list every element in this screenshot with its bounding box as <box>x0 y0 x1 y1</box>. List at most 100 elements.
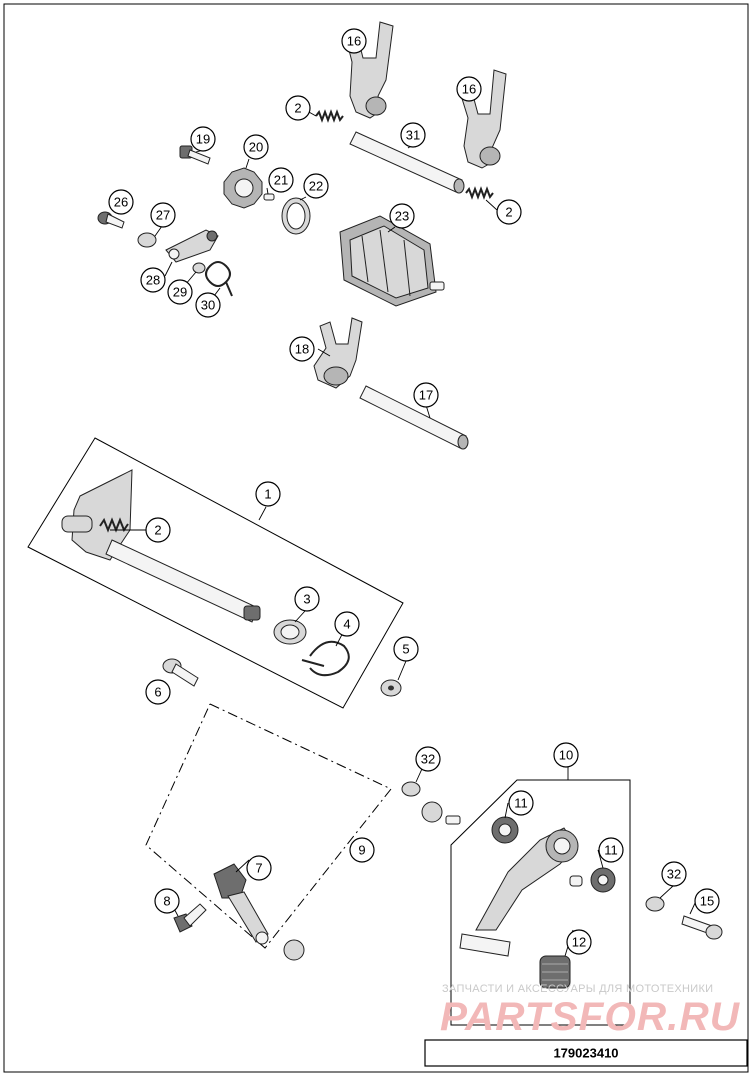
callout-28[interactable]: 28 <box>140 267 166 293</box>
callout-3[interactable]: 3 <box>294 586 320 612</box>
callout-12[interactable]: 12 <box>566 929 592 955</box>
callout-11-right[interactable]: 11 <box>598 837 624 863</box>
shift-star-20 <box>223 167 263 209</box>
callout-label: 12 <box>572 935 586 950</box>
callout-label: 16 <box>462 82 476 97</box>
callout-29[interactable]: 29 <box>167 279 193 305</box>
bolt-6 <box>162 658 199 687</box>
callout-label: 16 <box>347 34 361 49</box>
callout-label: 23 <box>395 209 409 224</box>
callout-label: 32 <box>667 867 681 882</box>
callout-1[interactable]: 1 <box>255 481 281 507</box>
pin-21 <box>263 193 275 201</box>
callout-2-shaft[interactable]: 2 <box>145 517 171 543</box>
callout-label: 2 <box>505 205 512 220</box>
shift-fork-18 <box>313 317 363 389</box>
callout-label: 26 <box>114 195 128 210</box>
callout-label: 2 <box>294 101 301 116</box>
callout-label: 31 <box>406 128 420 143</box>
callout-23[interactable]: 23 <box>389 203 415 229</box>
ring-22-inner <box>286 202 306 230</box>
callout-label: 20 <box>249 140 263 155</box>
callout-19[interactable]: 19 <box>190 126 216 152</box>
screw-26 <box>97 211 125 229</box>
sleeve-3 <box>273 619 307 645</box>
callout-10[interactable]: 10 <box>553 742 579 768</box>
callout-label: 15 <box>700 894 714 909</box>
diagram-code: 179023410 <box>553 1046 618 1061</box>
callout-label: 6 <box>154 685 161 700</box>
callout-32-left[interactable]: 32 <box>415 746 441 772</box>
callout-15[interactable]: 15 <box>694 888 720 914</box>
callout-label: 11 <box>604 843 618 858</box>
shift-pedal-10 <box>459 827 583 957</box>
callout-label: 11 <box>514 796 528 811</box>
callout-21[interactable]: 21 <box>268 167 294 193</box>
washer-32-right <box>645 896 665 912</box>
callout-label: 22 <box>309 179 323 194</box>
watermark-subtitle: ЗАПЧАСТИ И АКСЕССУАРЫ ДЛЯ МОТОТЕХНИКИ <box>442 983 713 995</box>
callout-label: 1 <box>264 487 271 502</box>
washer-29 <box>192 262 206 274</box>
callout-label: 32 <box>421 752 435 767</box>
bolt-8 <box>173 903 207 933</box>
callout-11-upper[interactable]: 11 <box>508 790 534 816</box>
diagram-frame <box>3 3 749 1073</box>
callout-9[interactable]: 9 <box>349 837 375 863</box>
callout-20[interactable]: 20 <box>243 134 269 160</box>
callout-31[interactable]: 31 <box>400 122 426 148</box>
shift-lever-7 <box>213 863 269 945</box>
callout-label: 29 <box>173 285 187 300</box>
callout-6[interactable]: 6 <box>145 679 171 705</box>
group-outline-shift-lever <box>450 779 631 1026</box>
callout-5[interactable]: 5 <box>393 636 419 662</box>
spring-2-right <box>465 186 494 200</box>
spring-2-upper <box>315 109 344 123</box>
callout-27[interactable]: 27 <box>150 202 176 228</box>
callout-label: 18 <box>295 342 309 357</box>
callout-4[interactable]: 4 <box>334 611 360 637</box>
callout-label: 27 <box>156 208 170 223</box>
callout-7[interactable]: 7 <box>246 855 272 881</box>
callout-label: 3 <box>303 592 310 607</box>
washer-5-hole <box>388 685 394 691</box>
callout-label: 9 <box>358 843 365 858</box>
bearing-11-upper <box>491 816 519 844</box>
fork-rail-31 <box>349 131 465 194</box>
callout-label: 21 <box>274 173 288 188</box>
callout-label: 19 <box>196 132 210 147</box>
bolt-19 <box>179 145 211 165</box>
callout-26[interactable]: 26 <box>108 189 134 215</box>
callout-16-upper[interactable]: 16 <box>341 28 367 54</box>
washer-27 <box>137 232 157 248</box>
return-spring-4 <box>301 640 350 677</box>
callout-18[interactable]: 18 <box>289 336 315 362</box>
bearing-11-right <box>590 867 616 893</box>
callout-16-right[interactable]: 16 <box>456 76 482 102</box>
callout-label: 5 <box>402 642 409 657</box>
group-outline-shift-shaft <box>27 437 404 709</box>
callout-label: 8 <box>163 894 170 909</box>
callout-32-right[interactable]: 32 <box>661 861 687 887</box>
torsion-spring-30 <box>205 261 233 297</box>
bolt-15 <box>681 915 723 940</box>
callout-label: 28 <box>146 273 160 288</box>
callout-label: 4 <box>343 617 350 632</box>
shift-drum-23 <box>339 215 445 307</box>
callout-label: 2 <box>154 523 161 538</box>
rubber-grip-12 <box>539 955 571 989</box>
washer-32-left <box>401 781 421 797</box>
callout-label: 17 <box>419 388 433 403</box>
callout-17[interactable]: 17 <box>413 382 439 408</box>
callout-2-right[interactable]: 2 <box>496 199 522 225</box>
callout-2-upper[interactable]: 2 <box>285 95 311 121</box>
diagram-code-box <box>424 1039 748 1067</box>
callout-22[interactable]: 22 <box>303 173 329 199</box>
callout-30[interactable]: 30 <box>195 292 221 318</box>
locking-lever-28 <box>165 229 219 263</box>
shift-shaft-1 <box>61 469 261 623</box>
callout-8[interactable]: 8 <box>154 888 180 914</box>
callout-label: 7 <box>255 861 262 876</box>
callout-label: 30 <box>201 298 215 313</box>
